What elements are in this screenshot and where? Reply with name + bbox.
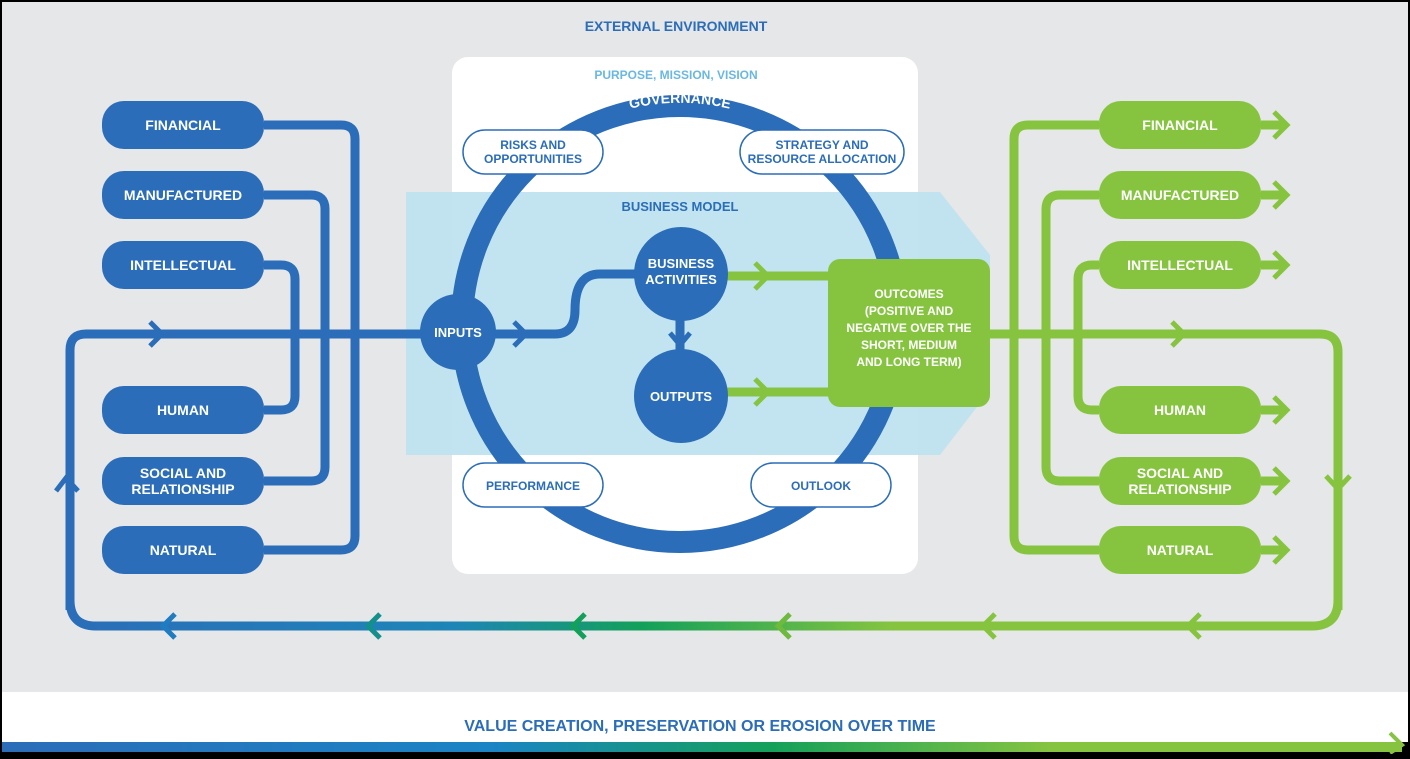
output-connector-line <box>1073 260 1099 334</box>
output-connector-line <box>1041 190 1099 334</box>
input-connector-line <box>264 334 300 415</box>
arrow-right-icon <box>512 320 530 348</box>
input-capital-label: INTELLECTUAL <box>130 257 236 273</box>
input-connector-line <box>264 334 330 486</box>
arrow-right-icon <box>1272 535 1291 565</box>
output-capital-label: INTELLECTUAL <box>1127 257 1233 273</box>
output-capital-pill: FINANCIAL <box>1099 101 1261 149</box>
arrow-down-icon <box>668 331 692 349</box>
input-capital-pill: NATURAL <box>102 526 264 574</box>
output-capital-label: HUMAN <box>1154 402 1206 418</box>
feedback-line-left <box>65 329 430 610</box>
performance-label: PERFORMANCE <box>462 462 604 508</box>
arrow-right-icon <box>1272 110 1291 140</box>
outputs-node-label: OUTPUTS <box>650 389 712 404</box>
output-capital-label: NATURAL <box>1147 542 1214 558</box>
arrow-left-icon <box>159 612 177 640</box>
outcomes-box <box>828 259 990 407</box>
input-capital-pill: HUMAN <box>102 386 264 434</box>
performance-label-text: PERFORMANCE <box>486 479 580 493</box>
footer-arrow-icon <box>1388 731 1406 755</box>
input-capital-pill: MANUFACTURED <box>102 171 264 219</box>
output-connector-line <box>1009 334 1099 555</box>
outlook-label-text: OUTLOOK <box>791 479 851 493</box>
inputs-node <box>420 294 496 370</box>
outlook-label: OUTLOOK <box>750 462 892 508</box>
arrow-right-icon <box>753 377 772 407</box>
output-capital-label: MANUFACTURED <box>1121 187 1239 203</box>
output-capital-pill: MANUFACTURED <box>1099 171 1261 219</box>
arrow-right-icon <box>1272 180 1291 210</box>
business-activities-node <box>634 227 728 321</box>
arrow-up-icon <box>54 474 80 493</box>
footer-gradient-bar <box>2 742 1402 752</box>
output-capital-pill: NATURAL <box>1099 526 1261 574</box>
purpose-mission-vision-label: PURPOSE, MISSION, VISION <box>594 68 757 82</box>
input-capital-pill: INTELLECTUAL <box>102 241 264 289</box>
output-capital-pill: INTELLECTUAL <box>1099 241 1261 289</box>
arrow-down-icon <box>1324 474 1352 493</box>
input-connector-line <box>264 190 330 334</box>
arrow-right-icon <box>1272 395 1291 425</box>
footer-background <box>2 692 1408 742</box>
input-capital-label: MANUFACTURED <box>124 187 242 203</box>
arrow-left-icon <box>364 612 382 640</box>
input-capital-label: HUMAN <box>157 402 209 418</box>
arrow-left-icon <box>774 612 792 640</box>
input-connector-line <box>264 260 300 334</box>
input-connector-line <box>264 120 360 334</box>
business-model-label: BUSINESS MODEL <box>621 199 738 214</box>
arrow-left-icon <box>1184 612 1202 640</box>
input-capital-pill: FINANCIAL <box>102 101 264 149</box>
output-connector-line <box>1009 120 1099 334</box>
arrow-right-icon <box>1170 320 1188 348</box>
arrow-left-icon <box>979 612 997 640</box>
governance-label: GOVERNANCE <box>627 90 732 112</box>
outputs-node <box>634 349 728 443</box>
arrow-left-icon <box>569 612 587 640</box>
feedback-line-bottom <box>65 599 1343 631</box>
inputs-node-label: INPUTS <box>434 325 482 340</box>
arrow-right-icon <box>1272 466 1291 496</box>
input-capital-label: NATURAL <box>150 542 217 558</box>
input-capital-label: FINANCIAL <box>145 117 221 133</box>
inputs-to-activities-line <box>480 269 650 339</box>
external-environment-title: EXTERNAL ENVIRONMENT <box>585 18 768 34</box>
feedback-line-right <box>985 329 1343 610</box>
footer-title: VALUE CREATION, PRESERVATION OR EROSION … <box>464 718 936 735</box>
output-capital-label: FINANCIAL <box>1142 117 1218 133</box>
output-capital-pill: HUMAN <box>1099 386 1261 434</box>
arrow-right-icon <box>148 320 166 348</box>
output-connector-line <box>1073 334 1099 415</box>
arrow-right-icon <box>753 261 772 291</box>
input-connector-line <box>264 334 360 555</box>
output-connector-line <box>1041 334 1099 486</box>
arrow-right-icon <box>1272 250 1291 280</box>
